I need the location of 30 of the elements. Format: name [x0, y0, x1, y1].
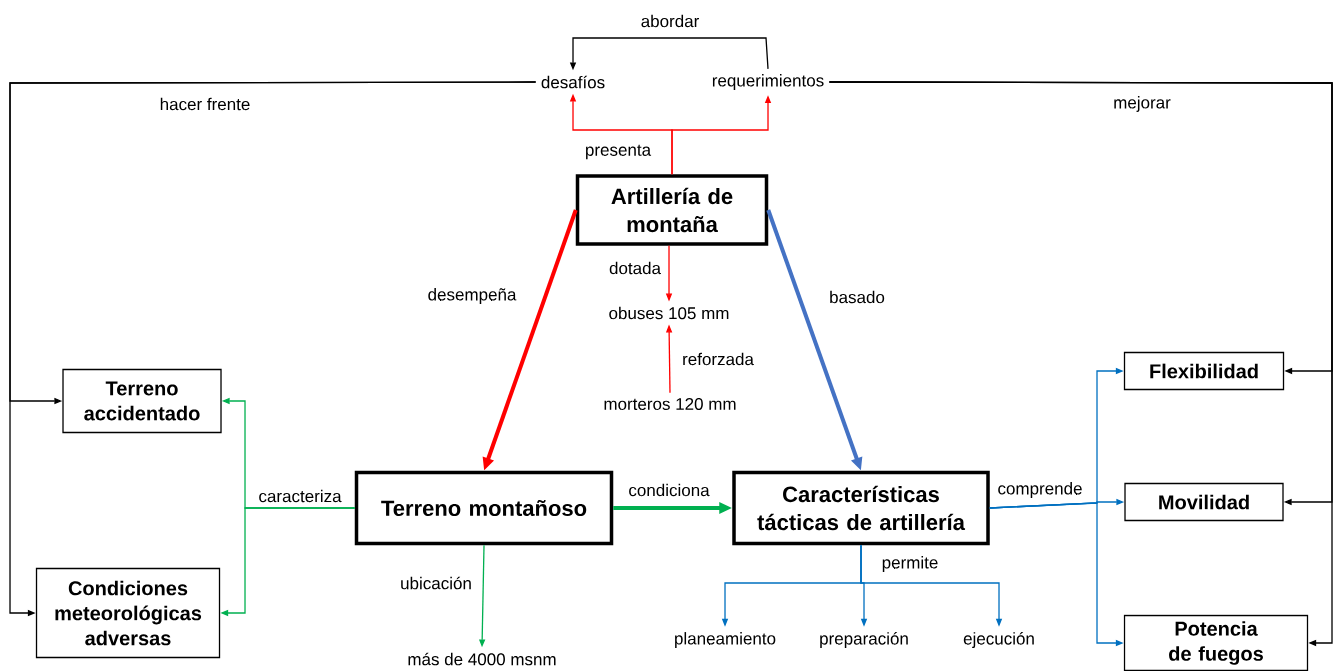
edge-label: comprende — [996, 481, 1084, 499]
concept-text: más de 4000 msnm — [408, 652, 556, 666]
concept-box: Condiciones meteorológicas adversas — [35, 567, 221, 659]
edge-label: basado — [828, 289, 886, 305]
edge-label: desempeña — [426, 287, 518, 305]
concept-box: Terreno accidentado — [62, 368, 222, 434]
edge-label: mejorar — [1112, 95, 1172, 113]
edge-label: condiciona — [627, 482, 711, 498]
concept-box: Características tácticas de artillería — [732, 470, 990, 546]
concept-text: morteros 120 mm — [604, 397, 736, 410]
arrow — [828, 81, 1333, 647]
concept-text: preparación — [820, 631, 908, 648]
concept-text: desafíos — [541, 75, 605, 89]
edge-label: abordar — [639, 13, 701, 29]
concept-box: Potencia de fuegos — [1123, 614, 1309, 671]
edge-label: presenta — [583, 143, 653, 161]
concept-text: ejecución — [963, 631, 1034, 648]
concept-text: planeamiento — [675, 632, 776, 648]
concept-text: requerimientos — [712, 74, 824, 90]
concept-box: Flexibilidad — [1123, 351, 1285, 391]
edge-label: hacer frente — [158, 96, 252, 112]
concept-box: Artillería de montaña — [575, 174, 769, 246]
concept-box: Movilidad — [1124, 482, 1284, 522]
edge-label: reforzada — [681, 351, 755, 367]
edge-label: caracteriza — [257, 488, 343, 504]
edge-label: permite — [880, 555, 940, 573]
edge-label: dotada — [608, 260, 662, 276]
concept-text: obuses 105 mm — [609, 306, 729, 320]
edge-label: ubicación — [399, 575, 473, 591]
concept-box: Terreno montañoso — [354, 470, 614, 546]
